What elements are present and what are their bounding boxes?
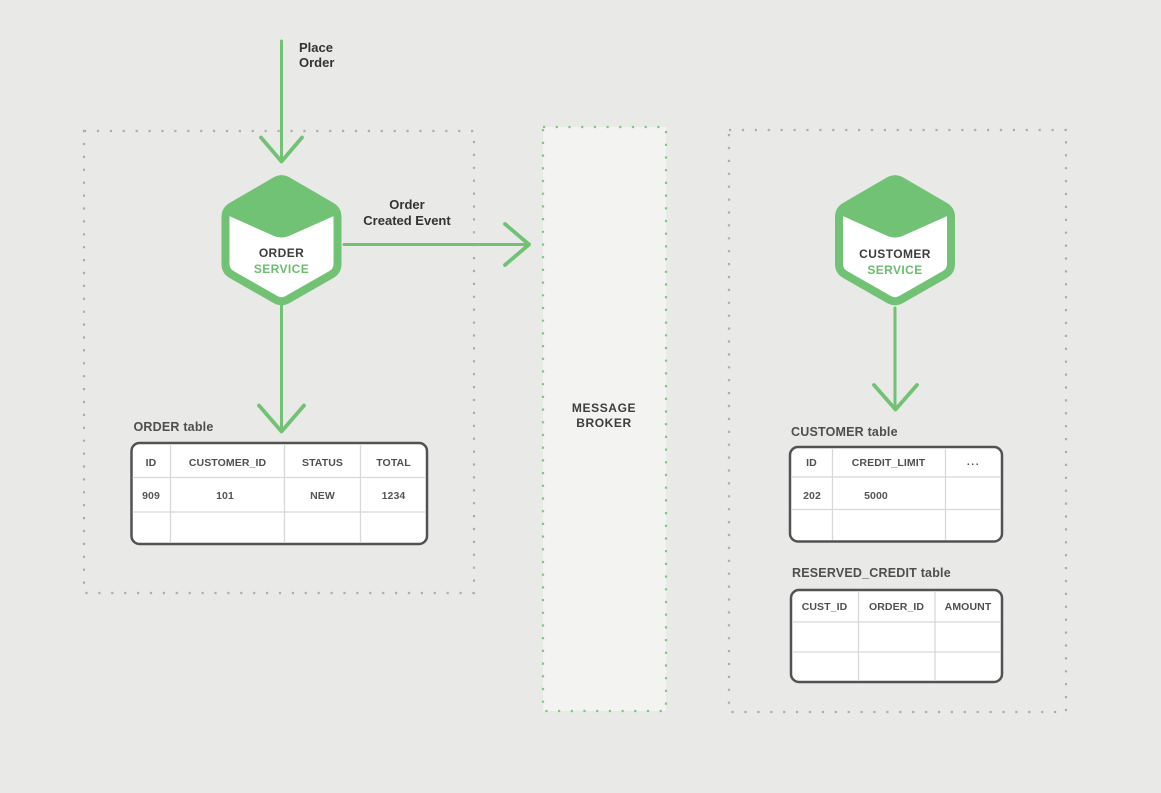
svg-text:CUSTOMER_ID: CUSTOMER_ID bbox=[189, 457, 267, 469]
svg-text:ORDER: ORDER bbox=[259, 246, 304, 260]
svg-text:909: 909 bbox=[142, 490, 160, 502]
svg-text:CREDIT_LIMIT: CREDIT_LIMIT bbox=[852, 457, 926, 469]
svg-text:MESSAGE: MESSAGE bbox=[572, 401, 636, 415]
svg-text:NEW: NEW bbox=[310, 490, 335, 502]
svg-text:CUSTOMER: CUSTOMER bbox=[859, 247, 931, 261]
svg-text:202: 202 bbox=[803, 490, 821, 502]
svg-text:Order: Order bbox=[389, 197, 424, 212]
svg-text:SERVICE: SERVICE bbox=[254, 262, 309, 276]
svg-text:...: ... bbox=[967, 456, 980, 468]
svg-text:Place: Place bbox=[299, 40, 333, 55]
svg-text:101: 101 bbox=[216, 490, 234, 502]
svg-text:1234: 1234 bbox=[382, 490, 406, 502]
svg-text:Created Event: Created Event bbox=[363, 213, 451, 228]
svg-text:Order: Order bbox=[299, 55, 334, 70]
svg-text:CUSTOMER table: CUSTOMER table bbox=[791, 425, 898, 439]
svg-text:ORDER table: ORDER table bbox=[134, 420, 214, 434]
svg-text:AMOUNT: AMOUNT bbox=[945, 601, 992, 613]
svg-text:BROKER: BROKER bbox=[576, 416, 632, 430]
svg-text:ID: ID bbox=[146, 457, 157, 469]
svg-text:CUST_ID: CUST_ID bbox=[802, 601, 848, 613]
svg-text:ID: ID bbox=[806, 457, 817, 469]
svg-text:TOTAL: TOTAL bbox=[376, 457, 411, 469]
svg-text:SERVICE: SERVICE bbox=[867, 263, 922, 277]
svg-text:5000: 5000 bbox=[864, 490, 888, 502]
svg-text:RESERVED_CREDIT table: RESERVED_CREDIT table bbox=[792, 566, 951, 580]
svg-text:STATUS: STATUS bbox=[302, 457, 343, 469]
svg-text:ORDER_ID: ORDER_ID bbox=[869, 601, 924, 613]
